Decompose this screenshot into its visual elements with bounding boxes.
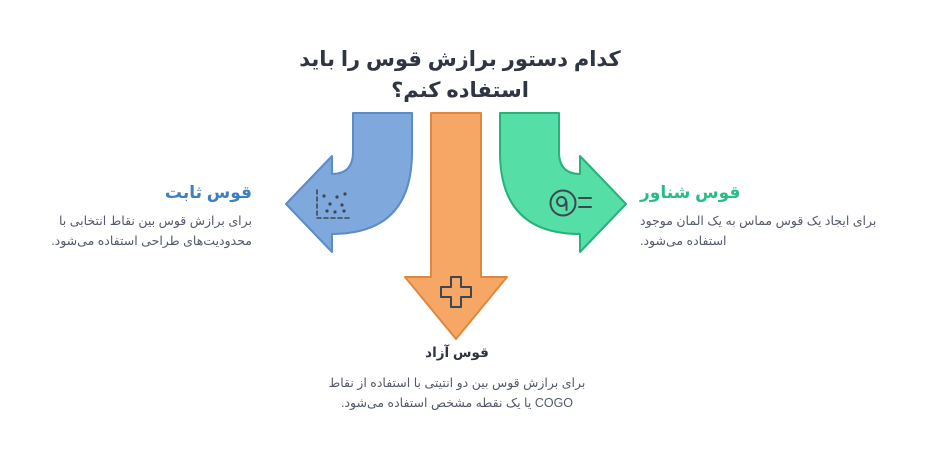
fixed-arc-description: برای برازش قوس بین نقاط انتخابی با محدود… <box>51 214 252 248</box>
node-free-arc: قوس آزاد برای برازش قوس بین دو انتیتی با… <box>321 345 593 413</box>
page-title-line1: کدام دستور برازش قوس را باید <box>299 48 621 71</box>
node-floating-arc: قوس شناور برای ایجاد یک قوس مماس به یک ا… <box>640 183 882 251</box>
free-arc-description: برای برازش قوس بین دو انتیتی با استفاده … <box>328 376 586 410</box>
free-arc-label: قوس آزاد <box>425 345 489 360</box>
tangent-circle-icon <box>549 189 592 217</box>
node-fixed-arc: قوس ثابت برای برازش قوس بین نقاط انتخابی… <box>26 183 252 251</box>
fixed-arc-label: قوس ثابت <box>164 183 252 202</box>
plus-crosshair-icon <box>440 276 472 308</box>
scatter-points-icon <box>316 189 352 219</box>
page-title-line2: استفاده کنم؟ <box>391 79 529 102</box>
page-title: کدام دستور برازش قوس را باید استفاده کنم… <box>0 44 920 106</box>
floating-arc-arrow <box>499 112 627 253</box>
fixed-arc-arrow <box>285 112 413 253</box>
floating-arc-description: برای ایجاد یک قوس مماس به یک المان موجود… <box>640 214 877 248</box>
free-arc-arrow <box>404 112 508 340</box>
floating-arc-label: قوس شناور <box>640 183 741 202</box>
